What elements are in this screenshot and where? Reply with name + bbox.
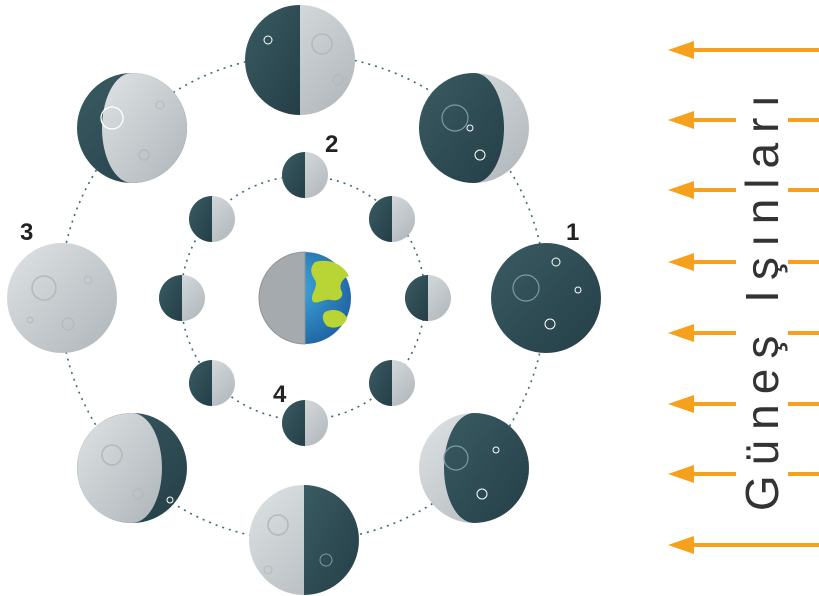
sun-rays-label: Güneş Işınları — [736, 76, 788, 520]
label-2: 2 — [325, 131, 338, 158]
sun-ray-arrow — [668, 41, 819, 59]
sun-ray-arrow — [668, 536, 819, 554]
inner-moon-upper-left — [189, 196, 235, 242]
outer-moon-lower-left-gibbous — [77, 413, 187, 523]
outer-moon-lower-right-crescent — [419, 413, 529, 523]
label-3: 3 — [20, 219, 33, 246]
inner-moon-left — [159, 275, 205, 321]
inner-moon-right — [405, 275, 451, 321]
outer-moon-bottom-half — [249, 485, 359, 595]
outer-moon-upper-left-gibbous — [77, 73, 187, 183]
label-1: 1 — [566, 219, 579, 246]
outer-moon-3-full — [7, 243, 117, 353]
label-4: 4 — [273, 381, 287, 408]
earth — [258, 251, 351, 345]
inner-moon-lower-right — [369, 360, 415, 406]
inner-moon-upper-right — [369, 196, 415, 242]
inner-moon-4 — [282, 400, 328, 446]
outer-moon-upper-right-crescent — [419, 73, 529, 183]
sun-ray-arrows — [668, 41, 819, 554]
outer-moon-top-half — [245, 5, 355, 115]
inner-moon-2 — [282, 152, 328, 198]
outer-moon-1-new — [491, 243, 601, 353]
inner-moon-lower-left — [189, 360, 235, 406]
